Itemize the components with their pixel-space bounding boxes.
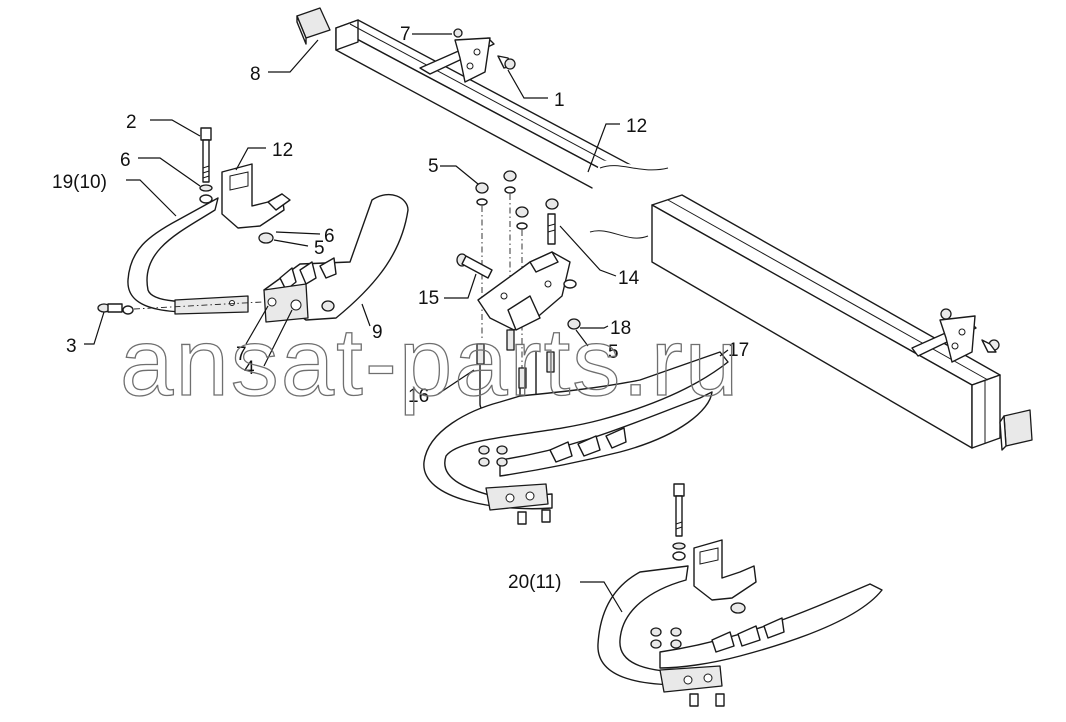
frame-beam (335, 19, 1001, 449)
top-clamp-bracket (419, 28, 516, 83)
callout-12-top: 12 (626, 116, 647, 137)
end-cap-right (999, 409, 1033, 451)
watermark: ansat-parts.ru (120, 309, 740, 416)
center-clamp-bracket (477, 251, 581, 331)
callout-5-right: 5 (608, 342, 619, 363)
callout-17: 17 (728, 340, 749, 361)
callout-6-mid: 6 (324, 226, 335, 247)
callout-19: 19(10) (52, 172, 107, 193)
callout-18: 18 (610, 318, 631, 339)
left-bolt-long (199, 127, 213, 204)
end-cap-top (296, 7, 331, 45)
callout-1: 1 (554, 90, 565, 111)
callout-5-left: 5 (314, 238, 325, 259)
callout-16: 16 (408, 386, 429, 407)
callout-20: 20(11) (508, 572, 562, 593)
center-cross-bolt (456, 253, 493, 279)
callout-12-left: 12 (272, 140, 293, 161)
bottom-mount-bracket (693, 539, 757, 614)
callout-8: 8 (250, 64, 261, 85)
callout-14: 14 (618, 268, 640, 289)
callout-9: 9 (372, 322, 383, 343)
callout-4: 4 (244, 358, 255, 379)
callout-5-top: 5 (428, 156, 439, 177)
leader-lines (84, 33, 729, 613)
left-carriage-bolt (97, 301, 263, 315)
callout-labels: 1 2 3 4 5 5 5 6 6 7 7 8 9 12 12 14 15 16… (52, 24, 749, 593)
callout-3: 3 (66, 336, 77, 357)
bottom-mount-bolt (672, 483, 686, 561)
callout-15: 15 (418, 288, 439, 309)
callout-6-top: 6 (120, 150, 131, 171)
callout-2: 2 (126, 112, 137, 133)
right-clamp-bracket (911, 308, 1000, 363)
left-share-plate (263, 194, 409, 323)
callout-7-top: 7 (400, 24, 411, 45)
center-u-bolt (476, 329, 555, 413)
left-mount-bracket (221, 163, 291, 244)
bottom-spring-tine (597, 565, 883, 707)
center-spring-tine (423, 351, 729, 525)
callout-7-left: 7 (236, 344, 247, 365)
